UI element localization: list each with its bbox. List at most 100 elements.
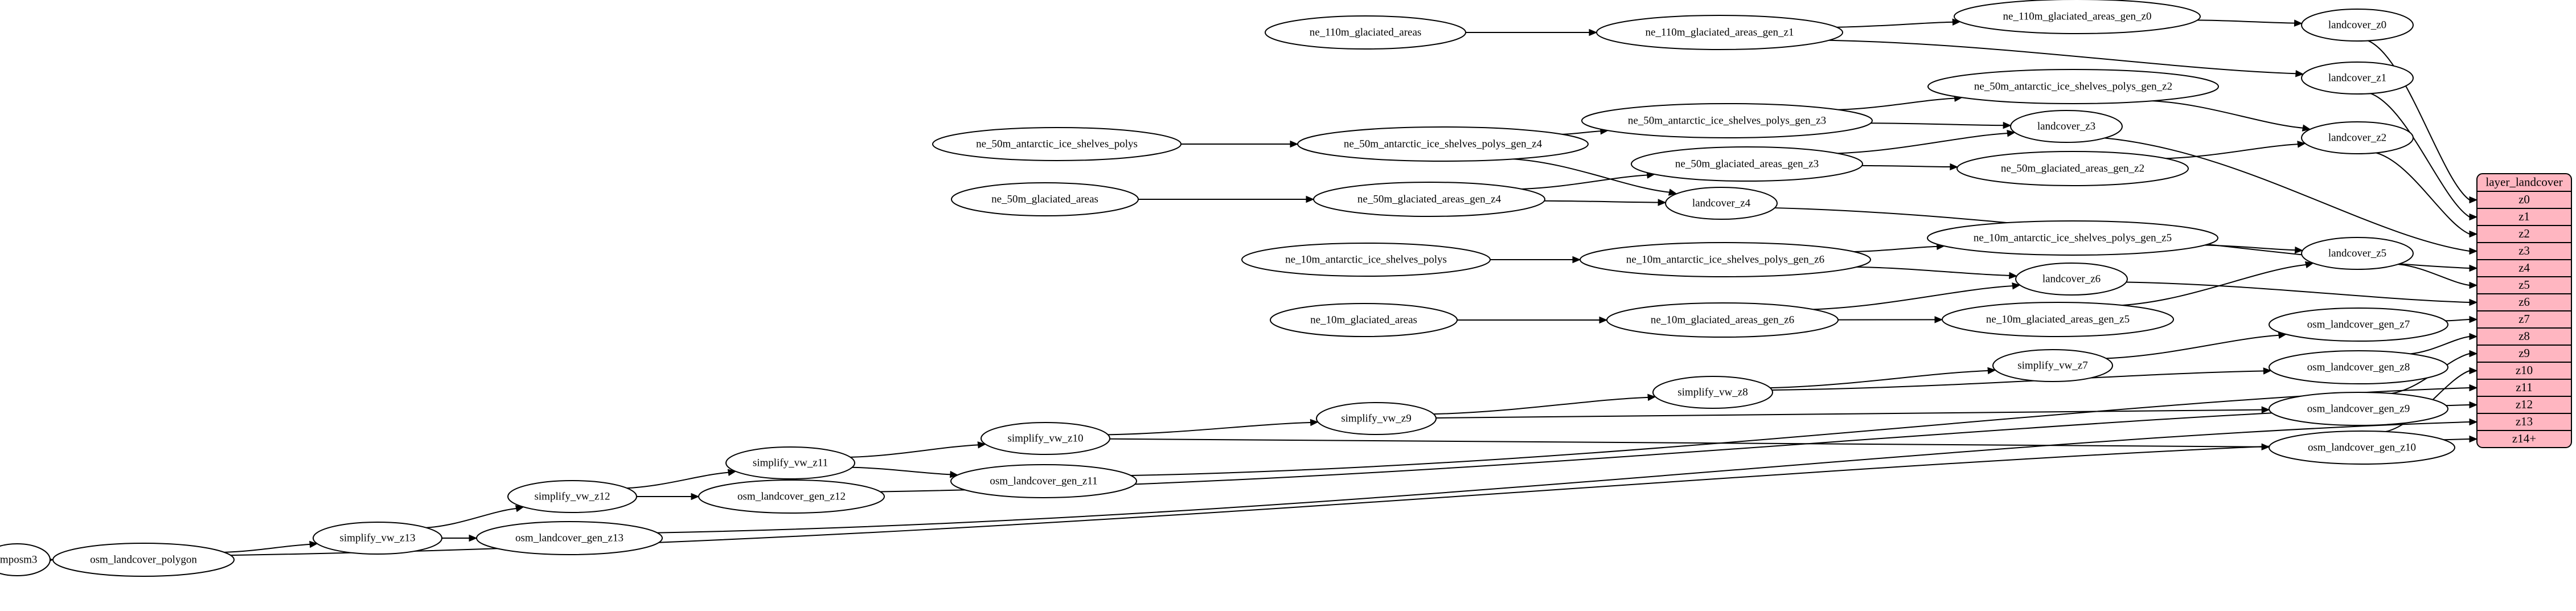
edge-ne_50m_glaciated_areas_gen_z2-to-landcover_z2 bbox=[2165, 143, 2298, 159]
edge-ne_10m_glaciated_areas_gen_z5-to-landcover_z5 bbox=[2122, 264, 2306, 306]
node-simplify_vw_z12[interactable]: simplify_vw_z12 bbox=[507, 480, 637, 513]
node-osm_landcover_gen_z11[interactable]: osm_landcover_gen_z11 bbox=[950, 464, 1137, 498]
node-shape bbox=[1665, 187, 1778, 220]
record-cell-z5[interactable]: z5 bbox=[2518, 278, 2530, 292]
edge-simplify_vw_z11-to-osm_landcover_gen_z11 bbox=[852, 466, 950, 475]
node-simplify_vw_z8[interactable]: simplify_vw_z8 bbox=[1652, 376, 1773, 409]
edge-arrowhead bbox=[2008, 272, 2018, 280]
node-landcover_z5[interactable]: landcover_z5 bbox=[2301, 237, 2414, 270]
edge-arrowhead bbox=[977, 441, 986, 449]
edge-arrowhead bbox=[1572, 256, 1581, 264]
edge-arrowhead bbox=[2469, 401, 2478, 409]
edge-arrowhead bbox=[1589, 28, 1598, 36]
node-landcover_z2[interactable]: landcover_z2 bbox=[2301, 121, 2414, 154]
record-cell-z4[interactable]: z4 bbox=[2518, 261, 2530, 274]
node-shape bbox=[1270, 303, 1458, 337]
record-cell-z0[interactable]: z0 bbox=[2518, 192, 2530, 206]
node-label: ne_50m_glaciated_areas_gen_z2 bbox=[2001, 162, 2144, 174]
node-landcover_z6[interactable]: landcover_z6 bbox=[2015, 263, 2128, 296]
record-cell-z3[interactable]: z3 bbox=[2518, 244, 2530, 257]
record-cell-z7[interactable]: z7 bbox=[2518, 312, 2530, 326]
node-label: simplify_vw_z11 bbox=[753, 457, 828, 469]
node-ne_50m_glaciated_areas[interactable]: ne_50m_glaciated_areas bbox=[951, 182, 1139, 216]
node-shape bbox=[951, 182, 1139, 216]
node-ne_10m_antarctic_ice_shelves_polys_gen_z5[interactable]: ne_10m_antarctic_ice_shelves_polys_gen_z… bbox=[1927, 220, 2218, 256]
record-node-layer-landcover[interactable]: layer_landcoverz0z1z2z3z4z5z6z7z8z9z10z1… bbox=[2476, 173, 2572, 448]
edge-arrowhead bbox=[2012, 282, 2021, 290]
node-landcover_z4[interactable]: landcover_z4 bbox=[1665, 187, 1778, 220]
node-label: ne_50m_antarctic_ice_shelves_polys_gen_z… bbox=[1344, 138, 1543, 150]
node-simplify_vw_z13[interactable]: simplify_vw_z13 bbox=[313, 522, 442, 555]
node-ne_50m_glaciated_areas_gen_z4[interactable]: ne_50m_glaciated_areas_gen_z4 bbox=[1313, 182, 1545, 217]
record-cell-z11[interactable]: z11 bbox=[2516, 380, 2533, 394]
node-ne_50m_antarctic_ice_shelves_polys[interactable]: ne_50m_antarctic_ice_shelves_polys bbox=[932, 127, 1182, 161]
node-shape bbox=[950, 464, 1137, 498]
edge-ne_10m_antarctic_ice_shelves_polys_gen_z5-to-landcover_z5 bbox=[2204, 244, 2295, 251]
node-ne_110m_glaciated_areas_gen_z1[interactable]: ne_110m_glaciated_areas_gen_z1 bbox=[1596, 15, 1843, 50]
node-osm_landcover_gen_z13[interactable]: osm_landcover_gen_z13 bbox=[476, 521, 663, 555]
node-ne_50m_glaciated_areas_gen_z3[interactable]: ne_50m_glaciated_areas_gen_z3 bbox=[1631, 146, 1863, 182]
edge-landcover_z3-to-layer_landcover-z3 bbox=[2105, 137, 2470, 252]
record-cell-z10[interactable]: z10 bbox=[2516, 363, 2533, 377]
node-shape bbox=[1265, 15, 1466, 50]
node-shape bbox=[52, 543, 235, 577]
edge-arrowhead bbox=[2007, 130, 2016, 137]
node-label: osm_landcover_gen_z9 bbox=[2307, 403, 2410, 415]
edge-arrowhead bbox=[2469, 418, 2478, 426]
node-ne_10m_glaciated_areas[interactable]: ne_10m_glaciated_areas bbox=[1270, 303, 1458, 337]
node-landcover_z3[interactable]: landcover_z3 bbox=[2010, 110, 2123, 143]
edge-arrowhead bbox=[1290, 140, 1299, 148]
node-osm_landcover_gen_z8[interactable]: osm_landcover_gen_z8 bbox=[2269, 350, 2448, 384]
node-osm_landcover_gen_z10[interactable]: osm_landcover_gen_z10 bbox=[2269, 430, 2455, 465]
node-landcover_z1[interactable]: landcover_z1 bbox=[2301, 61, 2414, 95]
node-osm_landcover_polygon[interactable]: osm_landcover_polygon bbox=[52, 543, 235, 577]
record-cell-z8[interactable]: z8 bbox=[2518, 329, 2530, 343]
node-ne_10m_antarctic_ice_shelves_polys[interactable]: ne_10m_antarctic_ice_shelves_polys bbox=[1241, 243, 1491, 277]
node-shape bbox=[1580, 242, 1871, 277]
node-shape bbox=[1652, 376, 1773, 409]
edge-arrowhead bbox=[691, 493, 700, 501]
node-osm_landcover_gen_z9[interactable]: osm_landcover_gen_z9 bbox=[2269, 392, 2448, 426]
record-cell-z6[interactable]: z6 bbox=[2518, 295, 2530, 309]
record-cell-z9[interactable]: z9 bbox=[2518, 346, 2530, 360]
edge-osm_landcover_gen_z7-to-layer_landcover-z7 bbox=[2445, 319, 2470, 322]
node-ne_50m_antarctic_ice_shelves_polys_gen_z3[interactable]: ne_50m_antarctic_ice_shelves_polys_gen_z… bbox=[1581, 103, 1873, 138]
node-ne_50m_glaciated_areas_gen_z2[interactable]: ne_50m_glaciated_areas_gen_z2 bbox=[1956, 151, 2189, 186]
node-simplify_vw_z10[interactable]: simplify_vw_z10 bbox=[981, 422, 1110, 455]
node-label: osm_landcover_gen_z10 bbox=[2308, 441, 2416, 453]
node-ne_10m_glaciated_areas_gen_z5[interactable]: ne_10m_glaciated_areas_gen_z5 bbox=[1942, 302, 2174, 337]
node-simplify_vw_z9[interactable]: simplify_vw_z9 bbox=[1316, 402, 1437, 435]
node-label: ne_110m_glaciated_areas_gen_z0 bbox=[2003, 10, 2152, 22]
node-ne_50m_antarctic_ice_shelves_polys_gen_z2[interactable]: ne_50m_antarctic_ice_shelves_polys_gen_z… bbox=[1927, 69, 2219, 104]
node-label: osm_landcover_gen_z11 bbox=[990, 475, 1097, 487]
node-osm_landcover_gen_z7[interactable]: osm_landcover_gen_z7 bbox=[2269, 307, 2448, 342]
node-ne_50m_antarctic_ice_shelves_polys_gen_z4[interactable]: ne_50m_antarctic_ice_shelves_polys_gen_z… bbox=[1297, 126, 1589, 162]
edge-arrowhead bbox=[2469, 264, 2478, 272]
node-landcover_z0[interactable]: landcover_z0 bbox=[2301, 9, 2414, 42]
edge-ne_50m_glaciated_areas_gen_z3-to-ne_50m_glaciated_areas_gen_z2 bbox=[1862, 165, 1950, 167]
node-simplify_vw_z11[interactable]: simplify_vw_z11 bbox=[725, 446, 855, 479]
record-cell-z1[interactable]: z1 bbox=[2518, 210, 2530, 223]
node-ne_10m_antarctic_ice_shelves_polys_gen_z6[interactable]: ne_10m_antarctic_ice_shelves_polys_gen_z… bbox=[1580, 242, 1871, 277]
node-osm_landcover_gen_z12[interactable]: osm_landcover_gen_z12 bbox=[698, 479, 885, 514]
node-label: ne_10m_antarctic_ice_shelves_polys_gen_z… bbox=[1974, 232, 2172, 244]
record-cell-z14+[interactable]: z14+ bbox=[2512, 432, 2536, 445]
node-label: ne_10m_antarctic_ice_shelves_polys_gen_z… bbox=[1626, 253, 1824, 265]
edge-arrowhead bbox=[1658, 199, 1667, 206]
node-ne_10m_glaciated_areas_gen_z6[interactable]: ne_10m_glaciated_areas_gen_z6 bbox=[1606, 302, 1839, 338]
record-cell-z12[interactable]: z12 bbox=[2516, 397, 2533, 411]
node-ne_110m_glaciated_areas[interactable]: ne_110m_glaciated_areas bbox=[1265, 15, 1466, 50]
node-label: simplify_vw_z12 bbox=[535, 490, 610, 502]
edge-ne_50m_glaciated_areas_gen_z3-to-landcover_z3 bbox=[1837, 133, 2008, 154]
node-imposm3[interactable]: imposm3 bbox=[0, 543, 51, 576]
record-cell-z13[interactable]: z13 bbox=[2516, 415, 2533, 428]
node-simplify_vw_z7[interactable]: simplify_vw_z7 bbox=[1992, 349, 2113, 382]
edge-ne_10m_antarctic_ice_shelves_polys_gen_z6-to-landcover_z6 bbox=[1856, 266, 2009, 276]
node-ne_110m_glaciated_areas_gen_z0[interactable]: ne_110m_glaciated_areas_gen_z0 bbox=[1954, 0, 2201, 34]
edge-arrowhead bbox=[2469, 298, 2478, 306]
edge-osm_landcover_gen_z13-to-layer_landcover-z13 bbox=[657, 421, 2470, 534]
node-shape bbox=[507, 480, 637, 513]
record-cell-z2[interactable]: z2 bbox=[2518, 227, 2530, 240]
edge-arrowhead bbox=[1987, 367, 1996, 375]
